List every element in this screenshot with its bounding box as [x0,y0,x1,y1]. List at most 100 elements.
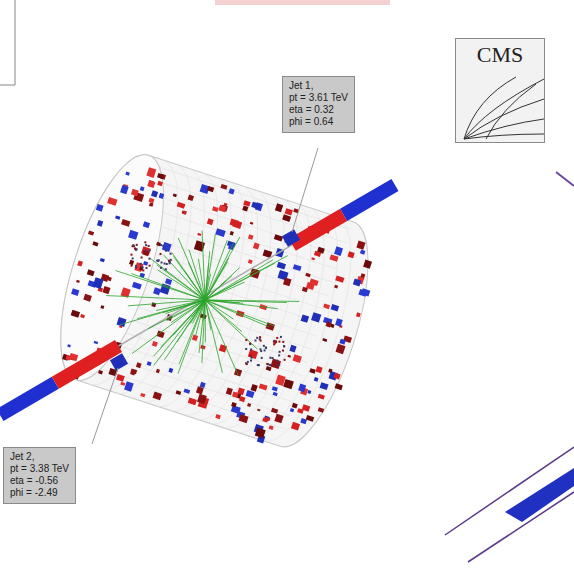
logo-curve [464,79,544,139]
calorimeter-tower [194,240,205,251]
calorimeter-tower [277,262,286,270]
particle-track [205,300,257,349]
particle-track [205,300,299,301]
calorimeter-tower [231,405,241,414]
calorimeter-tower [273,392,278,396]
calorimeter-tower [212,206,219,212]
calorimeter-tower [147,361,152,366]
calorimeter-tower [311,312,321,322]
particle-track [190,300,205,324]
particle-track [172,253,205,300]
leader-line [92,368,118,444]
callout-text: pt = 3.38 TeV [10,463,69,475]
barrel-grid [137,190,341,256]
particle-track [189,249,205,300]
calorimeter-tower [151,190,158,197]
calorimeter-tower [165,278,172,285]
hit-point [247,361,249,363]
calorimeter-tower [115,215,120,219]
hit-point [249,343,251,345]
logo-curve [464,99,544,139]
calorimeter-tower [360,273,365,278]
callout-text: CMS [456,39,544,67]
hit-point [135,267,137,269]
hit-point [245,362,247,364]
calorimeter-tower [322,338,327,342]
hit-point [269,364,271,366]
hit-point [250,360,252,362]
hit-point [263,345,265,347]
barrel-grid [250,212,359,448]
calorimeter-tower [361,288,370,296]
hit-point [162,245,164,247]
barrel-grid [86,349,290,415]
calorimeter-tower [230,231,234,236]
hit-point [140,263,142,265]
hit-point [149,265,151,267]
calorimeter-tower [269,425,274,430]
calorimeter-tower [67,344,71,347]
jet-callout: Jet 2,pt = 3.38 TeVeta = -0.56phi = -2.4… [3,447,76,504]
hit-point [258,364,260,366]
calorimeter-tower [301,314,310,322]
callout-text: eta = -0.56 [10,475,69,487]
beam-line [0,383,55,415]
particle-track [132,300,205,353]
beam-line [344,185,395,215]
calorimeter-tower [132,282,142,290]
beam-line [55,346,118,383]
hit-point [282,350,284,352]
calorimeter-tower [318,394,325,400]
calorimeter-tower [120,382,125,386]
particle-track [173,300,205,335]
calorimeter-tower [316,366,323,373]
callout-text: Jet 1, [289,80,348,92]
calorimeter-tower [94,341,99,345]
calorimeter-tower [275,203,283,212]
hit-point [273,340,275,342]
calorimeter-tower [228,188,234,194]
calorimeter-tower [188,397,197,405]
calorimeter-tower [207,218,214,225]
hit-point [283,345,285,347]
hit-point [260,340,262,342]
calorimeter-tower [326,321,332,327]
calorimeter-tower [160,283,171,294]
hit-point [130,254,132,256]
calorimeter-tower [270,359,281,369]
calorimeter-tower [360,250,365,255]
calorimeter-tower [100,258,105,262]
calorimeter-tower [119,325,122,328]
calorimeter-tower [92,241,98,246]
calorimeter-tower [173,194,177,198]
leader-line [292,148,318,232]
calorimeter-tower [207,186,214,192]
calorimeter-tower [157,173,164,179]
calorimeter-tower [220,184,227,190]
callout-text: Jet 2, [10,451,69,463]
hit-point [279,351,281,353]
hit-point [280,336,282,338]
calorimeter-tower [314,377,319,382]
muon-chamber [505,468,574,522]
calorimeter-tower [232,392,239,398]
calorimeter-tower [255,428,266,439]
calorimeter-tower [298,384,306,393]
logo-curve [486,84,536,139]
calorimeter-tower [309,278,318,286]
calorimeter-tower [248,234,254,240]
hit-point [278,354,280,356]
calorimeter-tower [131,189,139,197]
hit-point [259,336,261,338]
hit-point [284,359,286,361]
calorimeter-tower [77,260,83,266]
calorimeter-tower [363,260,372,269]
hit-point [160,267,162,269]
hit-point [278,364,280,366]
calorimeter-tower [159,193,165,199]
particle-track [205,300,274,326]
barrel-grid [236,208,345,444]
calorimeter-tower [339,339,345,345]
muon-line [556,172,574,186]
barrel-body [40,144,390,458]
